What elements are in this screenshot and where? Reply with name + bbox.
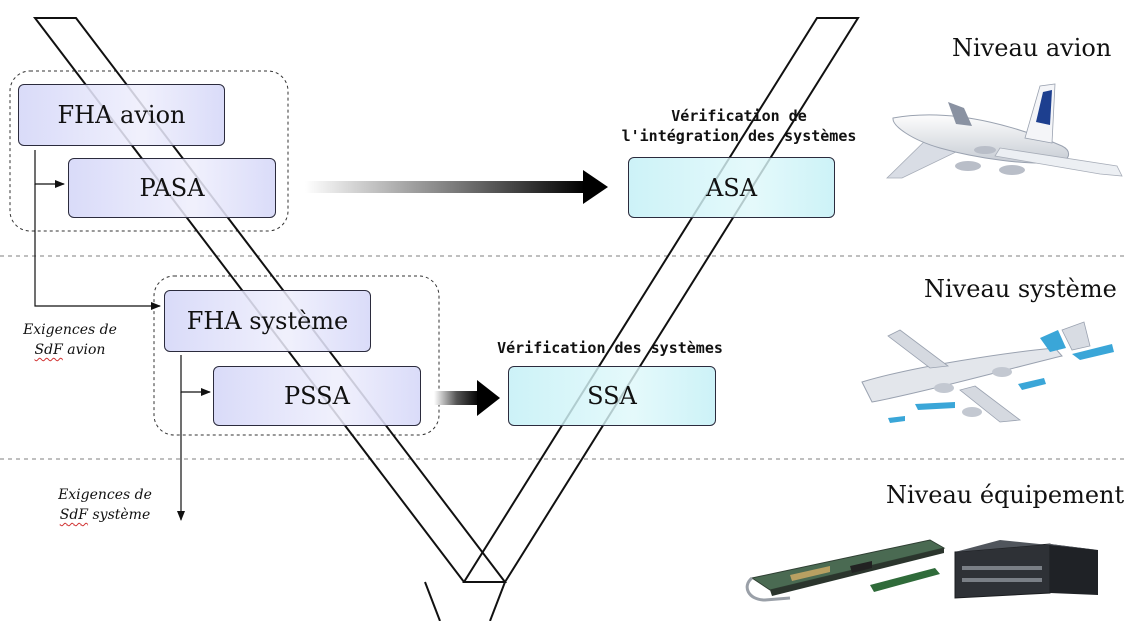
systeme-word: système [88,507,151,523]
pssa-box: PSSA [213,366,421,426]
verification-systemes-label: Vérification des systèmes [497,339,723,357]
pasa-to-asa-arrow [305,170,608,204]
exploded-aircraft-image [861,321,1114,423]
fha-systeme-box: FHA système [164,290,371,352]
sdf-avion-word: SdF [34,342,63,358]
fha-avion-to-pasa-connector [34,150,65,188]
exigences-avion-line2: SdF avion [10,340,130,360]
v-right-arm [462,17,860,583]
niveau-avion-label: Niveau avion [952,34,1112,62]
pasa-box: PASA [68,158,276,218]
exigences-avion-line1: Exigences de [23,322,117,338]
equipment-image [745,539,1098,602]
avion-requirements-connector [34,184,161,310]
verification-integration-label: Vérification de l'intégration des systèm… [604,106,874,146]
niveau-equipement-label: Niveau équipement [886,481,1125,509]
sdf-systeme-word: SdF [59,507,89,523]
v-tail-left [424,581,441,621]
airplane-image [886,83,1123,179]
fha-systeme-to-pssa-connector [180,355,211,396]
exigences-systeme-line1: Exigences de [58,487,152,503]
exigences-sdf-avion-label: Exigences de SdF avion [10,320,130,360]
asa-box: ASA [628,157,835,218]
niveau-systeme-label: Niveau système [924,275,1117,303]
ssa-box: SSA [508,366,716,426]
pssa-to-ssa-arrow [434,380,500,416]
systeme-group-frame [153,275,440,436]
exigences-systeme-line2: SdF système [40,505,170,525]
exigences-sdf-systeme-label: Exigences de SdF système [40,485,170,525]
fha-avion-box: FHA avion [18,84,225,146]
verification-integration-line1: Vérification de [671,107,807,125]
avion-word: avion [62,342,106,358]
v-tail-right [489,581,506,621]
verification-integration-line2: l'intégration des systèmes [621,127,857,145]
